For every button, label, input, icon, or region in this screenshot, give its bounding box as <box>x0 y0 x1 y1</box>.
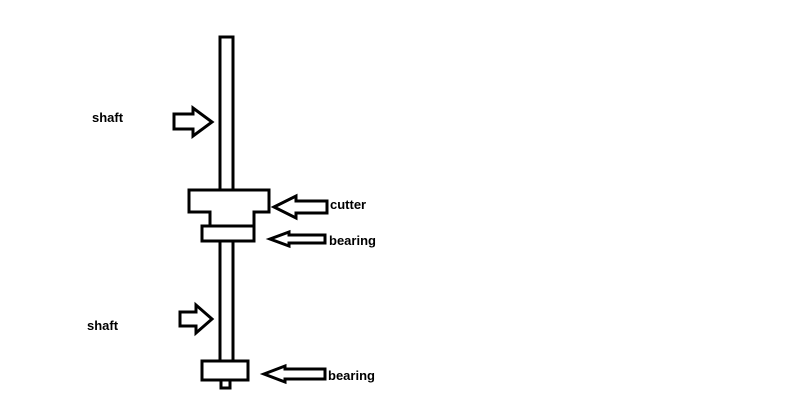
lower-shaft <box>218 239 235 363</box>
label-shaft-upper: shaft <box>92 110 124 125</box>
label-cutter: cutter <box>330 197 366 212</box>
label-bearing-lower: bearing <box>328 368 375 383</box>
arrow-right-shaft-lower-icon <box>178 301 215 337</box>
label-bearing-upper: bearing <box>329 233 376 248</box>
cutter <box>187 188 271 228</box>
arrow-left-cutter-icon <box>270 193 329 221</box>
upper-bearing <box>200 224 256 243</box>
upper-shaft <box>218 35 235 193</box>
arrow-right-shaft-upper-icon <box>172 105 215 139</box>
label-shaft-lower: shaft <box>87 318 119 333</box>
arrow-left-bearing-lower-icon <box>259 363 327 385</box>
lower-bearing <box>200 359 250 382</box>
arrow-left-bearing-upper-icon <box>265 229 327 249</box>
shaft-end-stub <box>219 378 232 390</box>
